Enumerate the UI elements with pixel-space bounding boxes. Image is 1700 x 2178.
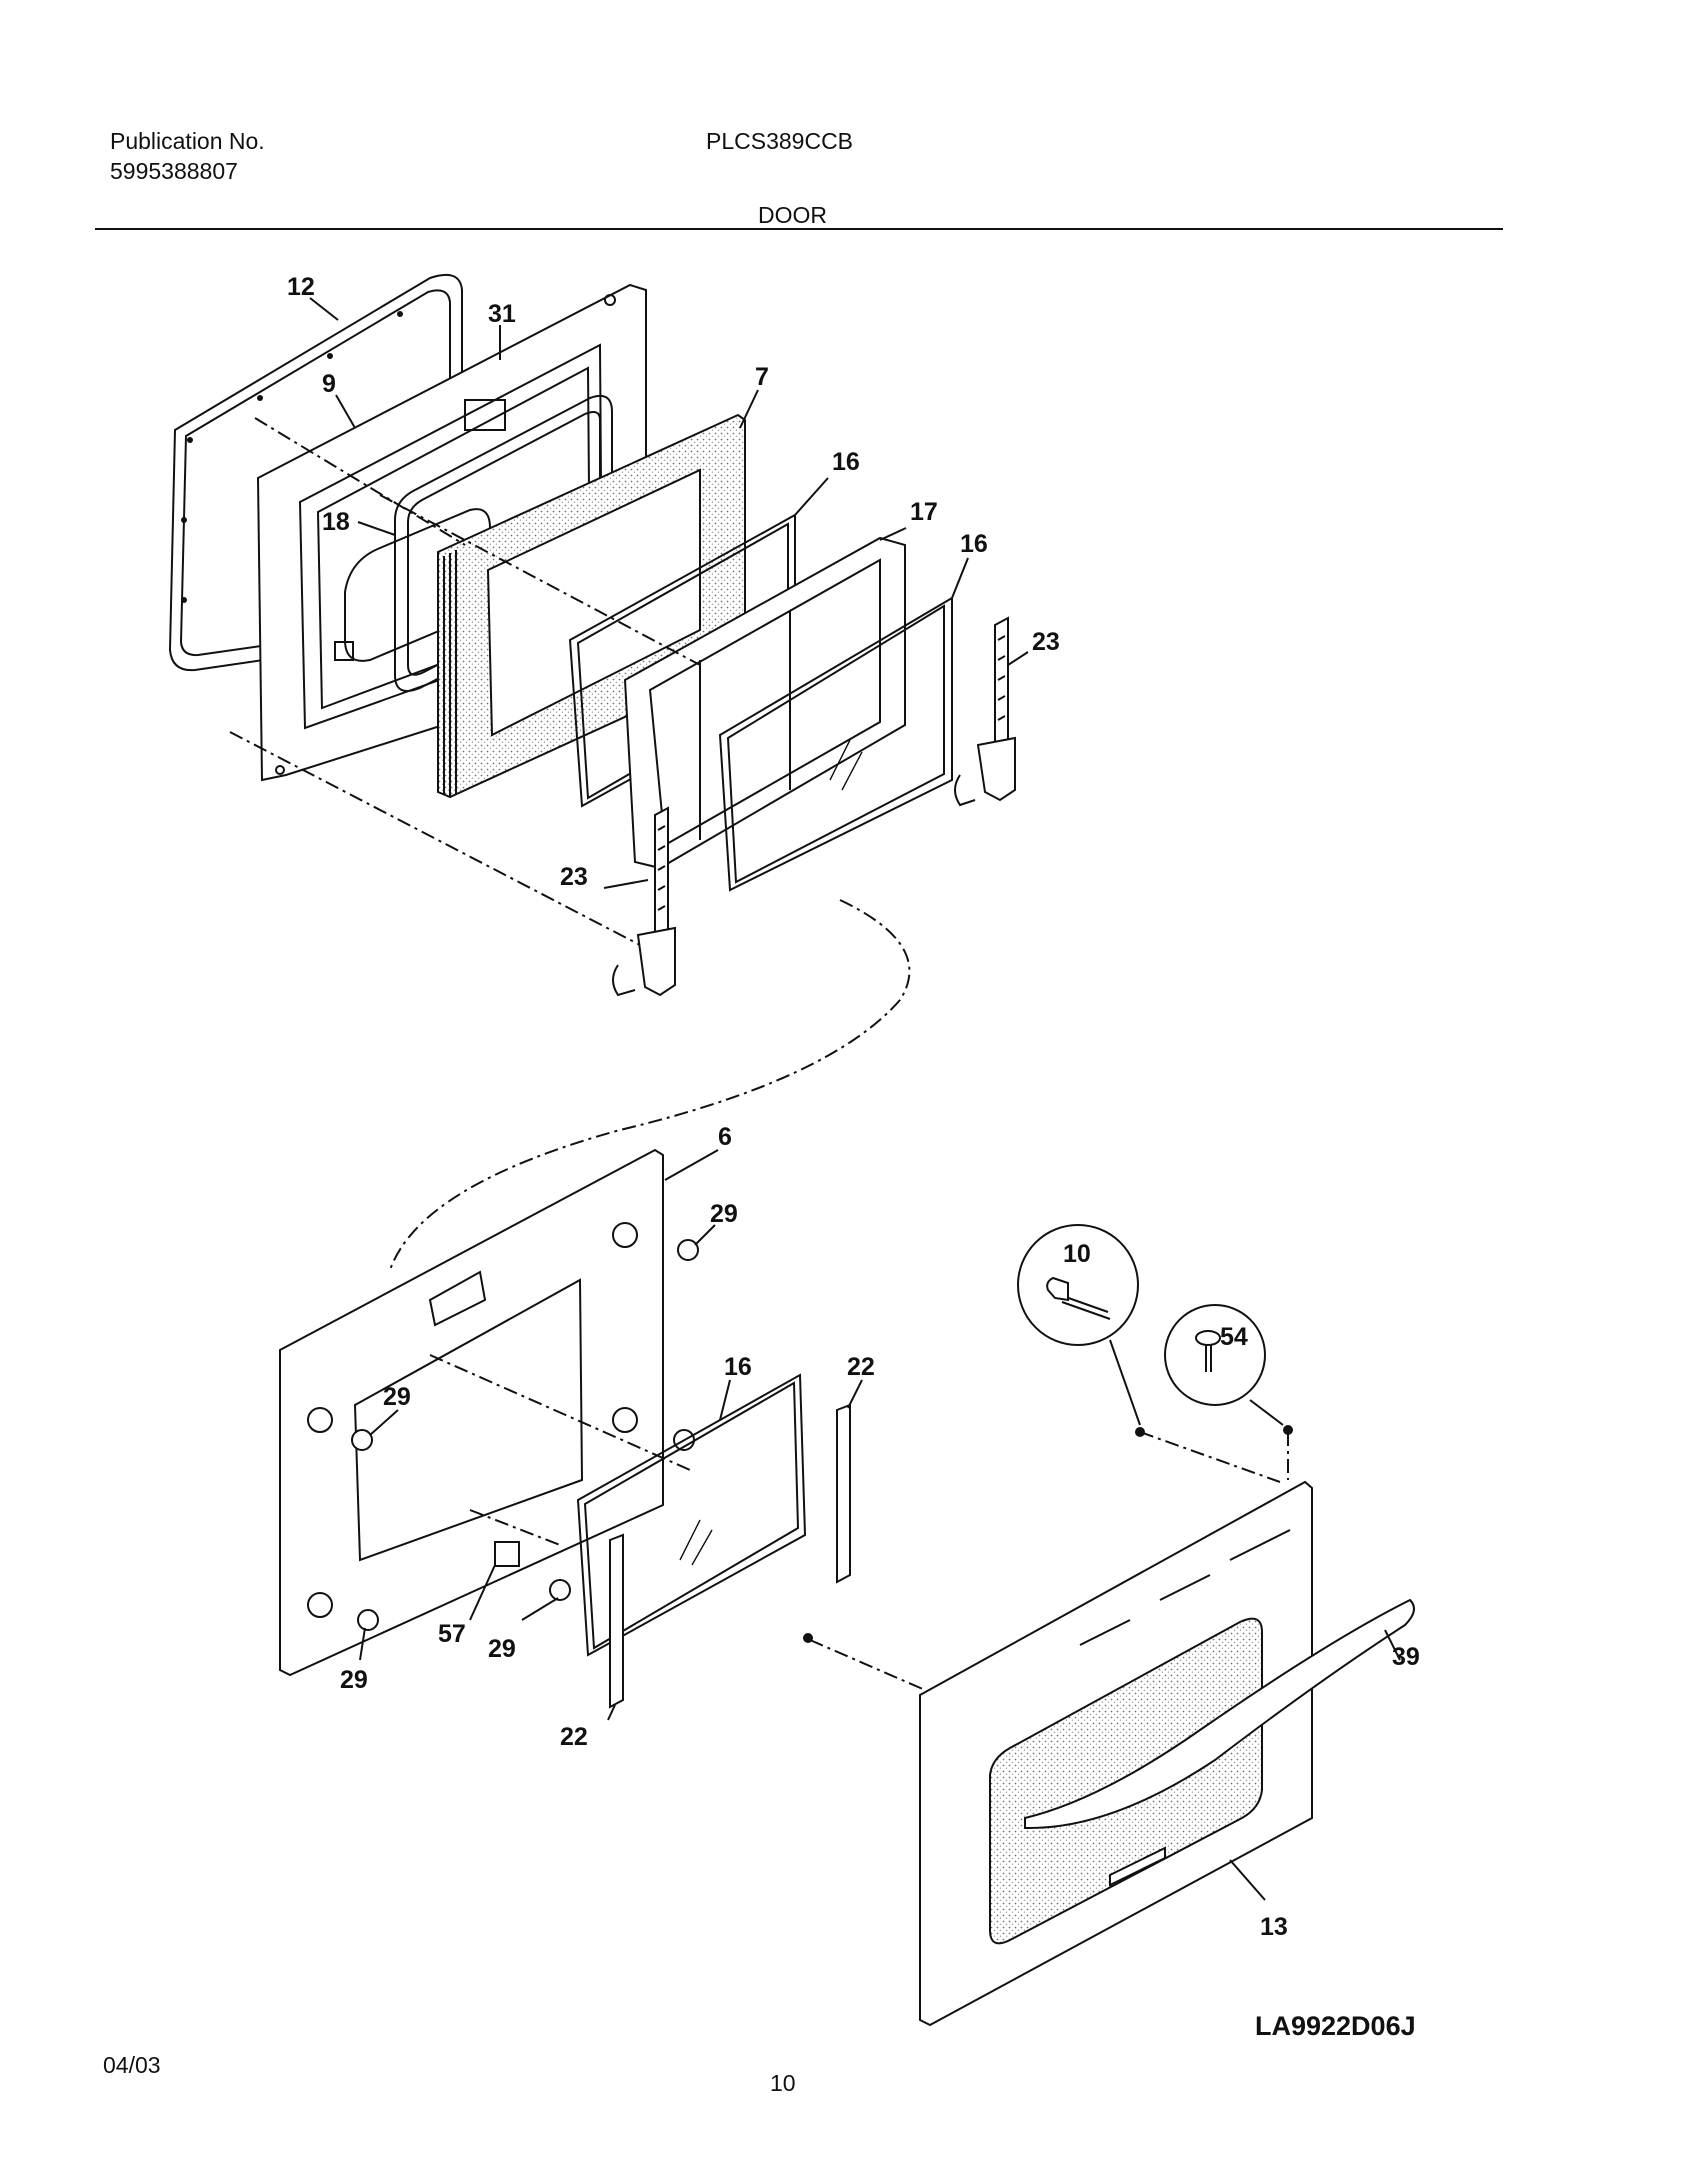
- door-hinge-left: [612, 806, 676, 997]
- door-handle: [1024, 1598, 1415, 1830]
- door-insulation: [437, 413, 746, 799]
- glass-clip: [494, 1541, 520, 1567]
- door-hinge-right: [954, 616, 1016, 807]
- publication-number: 5995388807: [110, 158, 238, 184]
- callout-54: 54: [1220, 1323, 1248, 1351]
- page-number: 10: [770, 2070, 796, 2096]
- callout-29-top: 29: [710, 1200, 738, 1228]
- door-glass-middle: [718, 596, 953, 892]
- screw-dash-lines: [809, 1431, 1289, 1691]
- callout-29-bottom: 29: [340, 1666, 368, 1694]
- drawing-code: LA9922D06J: [1255, 2011, 1416, 2041]
- hinge-connection-dash-line: [389, 899, 911, 1271]
- bottom-panel-dash-lines: [429, 1354, 691, 1546]
- door-glass-outer: [576, 1373, 807, 1657]
- callout-23-right: 23: [1032, 628, 1060, 656]
- callout-13: 13: [1260, 1913, 1288, 1941]
- callout-17: 17: [910, 498, 938, 526]
- outer-door: [919, 1480, 1313, 2027]
- screw-detail-54: [1164, 1304, 1266, 1406]
- glass-support-right: [836, 1403, 851, 1584]
- top-assembly-dash-lines: [229, 417, 701, 946]
- callout-22-right: 22: [847, 1353, 875, 1381]
- screw-10: [1135, 1427, 1145, 1437]
- model-number: PLCS389CCB: [706, 128, 854, 154]
- callout-7: 7: [755, 363, 769, 391]
- callout-31: 31: [488, 300, 516, 328]
- glass-support-left: [609, 1533, 624, 1709]
- callout-leaders: [309, 297, 1401, 1901]
- callout-57: 57: [438, 1620, 466, 1648]
- publication-label: Publication No.: [110, 128, 265, 154]
- callout-10: 10: [1063, 1240, 1091, 1268]
- callout-29-center: 29: [488, 1635, 516, 1663]
- footer-date: 04/03: [103, 2052, 161, 2078]
- callout-18: 18: [322, 508, 350, 536]
- screw-detail-10: [1017, 1224, 1139, 1346]
- callout-23-left: 23: [560, 863, 588, 891]
- callout-16-upper: 16: [832, 448, 860, 476]
- callout-16-outer: 16: [724, 1353, 752, 1381]
- callout-39: 39: [1392, 1643, 1420, 1671]
- header-rule: [95, 228, 1503, 230]
- callout-16-middle: 16: [960, 530, 988, 558]
- detail-leader-lines: [1109, 1339, 1284, 1426]
- callout-22-left: 22: [560, 1723, 588, 1751]
- callout-29-left: 29: [383, 1383, 411, 1411]
- section-title: DOOR: [758, 202, 827, 228]
- screw-side: [803, 1633, 813, 1643]
- callout-9: 9: [322, 370, 336, 398]
- screw-54: [1283, 1425, 1293, 1435]
- callout-12: 12: [287, 273, 315, 301]
- outer-door-panel: [279, 1148, 664, 1677]
- callout-6: 6: [718, 1123, 732, 1151]
